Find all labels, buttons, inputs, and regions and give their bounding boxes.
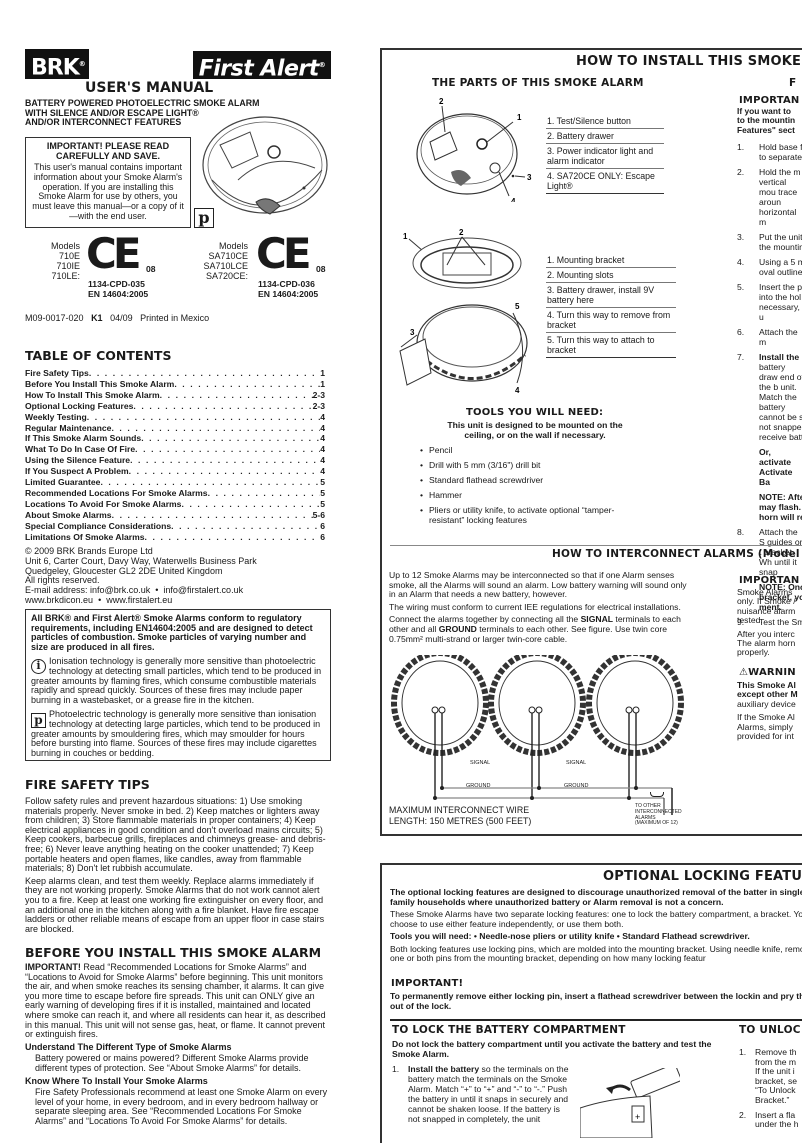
email-link[interactable]: info@brk.co.uk	[90, 585, 151, 596]
toc-item[interactable]: Special Compliance Considerations6	[25, 521, 325, 532]
brk-logo: BRK®	[25, 49, 89, 80]
svg-text:4: 4	[511, 197, 516, 202]
locking-important-text: To permanently remove either locking pin…	[390, 991, 802, 1011]
toc-item[interactable]: If You Suspect A Problem4	[25, 466, 325, 477]
interconnect-heading: HOW TO INTERCONNECT ALARMS (Model	[552, 548, 800, 560]
cpd-number: 1134-CPD-036 EN 14604:2005	[258, 279, 319, 299]
svg-text:1: 1	[517, 113, 522, 122]
fire-safety-heading: FIRE SAFETY TIPS	[25, 777, 150, 792]
install-heading: HOW TO INSTALL THIS SMOKE A	[576, 54, 802, 69]
first-alert-logo: First Alert®	[193, 51, 331, 81]
info-icon: i	[31, 659, 46, 675]
unlock-heading: TO UNLOC	[739, 1024, 801, 1036]
ground-label: GROUND	[564, 783, 589, 789]
toc-item[interactable]: Locations To Avoid For Smoke Alarms5	[25, 499, 325, 510]
other-alarms-note: TO OTHER INTERCONNECTED ALARMS (MAXIMUM …	[635, 803, 682, 827]
tools-heading: TOOLS YOU WILL NEED:	[466, 407, 604, 418]
conformity-box: All BRK® and First Alert® Smoke Alarms c…	[25, 609, 331, 761]
interconnect-text: Up to 12 Smoke Alarms may be interconnec…	[389, 570, 687, 644]
warning-heading: ⚠WARNIN	[739, 667, 796, 678]
svg-text:5: 5	[515, 302, 520, 311]
print-info: M09-0017-020 K1 04/09 Printed in Mexico	[25, 313, 210, 323]
locking-important: IMPORTANT!	[391, 978, 464, 989]
interconnect-wiring-diagram	[388, 655, 688, 815]
bracket-parts-list: 1. Mounting bracket 2. Mounting slots 3.…	[546, 253, 676, 358]
toc-item[interactable]: Weekly Testing4	[25, 412, 325, 423]
product-subtitle: BATTERY POWERED PHOTOELECTRIC SMOKE ALAR…	[25, 98, 260, 127]
mounting-bracket-diagram: 1 2 3 5 4	[395, 227, 535, 407]
bracket-brace	[650, 792, 664, 797]
tools-list: Pencil Drill with 5 mm (3/16") drill bit…	[420, 445, 620, 530]
signal-label: SIGNAL	[566, 760, 587, 766]
ce-mark-icon: CE	[256, 229, 311, 278]
toc-item[interactable]: Limited Guarantee5	[25, 477, 325, 488]
web-link[interactable]: www.brkdicon.eu	[25, 594, 94, 605]
cpd-number: 1134-CPD-035 EN 14604:2005	[88, 279, 149, 299]
svg-text:2: 2	[439, 97, 444, 106]
toc-item[interactable]: Recommended Locations For Smoke Alarms5	[25, 488, 325, 499]
models-list-2: Models SA710CE SA710LCE SA720CE:	[203, 241, 248, 281]
steps-important: IMPORTAN	[739, 95, 800, 106]
parts-heading: THE PARTS OF THIS SMOKE ALARM	[432, 77, 644, 89]
important-notice-box: IMPORTANT! PLEASE READ CAREFULLY AND SAV…	[25, 137, 191, 228]
lock-battery-step: 1. Install the battery so the terminals …	[392, 1064, 569, 1124]
models-list-1: Models 710E 710IE 710LE:	[50, 241, 80, 281]
alarm-parts-diagram: 2 1 3 4	[405, 92, 535, 202]
toc-item[interactable]: Limitations Of Smoke Alarms6	[25, 532, 325, 543]
svg-text:1: 1	[403, 232, 408, 241]
ce-year: 08	[146, 264, 156, 274]
install-section-frame	[380, 48, 802, 836]
toc-item[interactable]: Using the Silence Feature4	[25, 455, 325, 466]
photoelectric-icon: p	[31, 713, 46, 729]
toc-item[interactable]: Regular Maintenance4	[25, 423, 325, 434]
toc-item[interactable]: If This Smoke Alarm Sounds4	[25, 433, 325, 444]
photoelectric-badge-icon: p	[194, 208, 214, 228]
toc-item[interactable]: Optional Locking Features2-3	[25, 401, 325, 412]
ce-year: 08	[316, 264, 326, 274]
lock-battery-intro: Do not lock the battery compartment unti…	[392, 1039, 712, 1059]
svg-text:3: 3	[527, 173, 532, 182]
signal-label: SIGNAL	[470, 760, 491, 766]
toc-item[interactable]: Before You Install This Smoke Alarm1	[25, 379, 325, 390]
interconnect-important: IMPORTAN	[739, 575, 800, 586]
divider	[390, 545, 802, 546]
locking-heading: OPTIONAL LOCKING FEATUR	[603, 869, 802, 884]
email-link[interactable]: info@firstalert.co.uk	[163, 585, 244, 596]
toc-heading: TABLE OF CONTENTS	[25, 348, 172, 363]
locking-section-frame	[380, 863, 802, 1143]
ground-label: GROUND	[466, 783, 491, 789]
copyright-block: © 2009 BRK Brands Europe Ltd Unit 6, Car…	[25, 546, 257, 605]
interconnect-side-text: Smoke Alarms only. If Smoke / nuisance a…	[737, 587, 796, 658]
locking-text: The optional locking features are design…	[390, 888, 802, 963]
tools-subheading: This unit is designed to be mounted on t…	[447, 420, 623, 440]
before-install-heading: BEFORE YOU INSTALL THIS SMOKE ALARM	[25, 945, 322, 960]
smoke-alarm-illustration	[200, 110, 330, 230]
install-steps: 1.Hold base f to separate 2.Hold the m v…	[737, 142, 802, 627]
max-wire-length: MAXIMUM INTERCONNECT WIRE LENGTH: 150 ME…	[389, 805, 532, 826]
toc-item[interactable]: Fire Safety Tips1	[25, 368, 325, 379]
steps-heading-partial: F	[789, 77, 797, 89]
lock-battery-heading: TO LOCK THE BATTERY COMPARTMENT	[392, 1024, 626, 1036]
parts-list: 1. Test/Silence button 2. Battery drawer…	[546, 114, 664, 194]
ce-mark-icon: CE	[86, 229, 141, 278]
battery-install-illustration: +	[580, 1068, 680, 1138]
warning-icon: ⚠	[739, 667, 749, 678]
table-of-contents: Fire Safety Tips1 Before You Install Thi…	[25, 368, 325, 543]
divider	[390, 1019, 802, 1021]
unlock-steps: 1. Remove th from the m If the unit i br…	[739, 1047, 799, 1130]
warning-text: This Smoke Al except other M auxiliary d…	[737, 680, 798, 742]
fire-safety-text: Follow safety rules and prevent hazardou…	[25, 796, 326, 934]
manual-title: USER'S MANUAL	[85, 80, 214, 96]
svg-text:3: 3	[410, 328, 415, 337]
toc-item[interactable]: How To Install This Smoke Alarm2-3	[25, 390, 325, 401]
toc-item[interactable]: What To Do In Case Of Fire4	[25, 444, 325, 455]
web-link[interactable]: www.firstalert.eu	[106, 594, 173, 605]
before-install-text: IMPORTANT! Read “Recommended Locations f…	[25, 962, 328, 1126]
svg-text:4: 4	[515, 386, 520, 395]
svg-text:+: +	[635, 1112, 640, 1122]
toc-item[interactable]: About Smoke Alarms5-6	[25, 510, 325, 521]
steps-intro: If you want to to the mountin Features" …	[737, 106, 796, 135]
svg-text:2: 2	[459, 228, 464, 237]
